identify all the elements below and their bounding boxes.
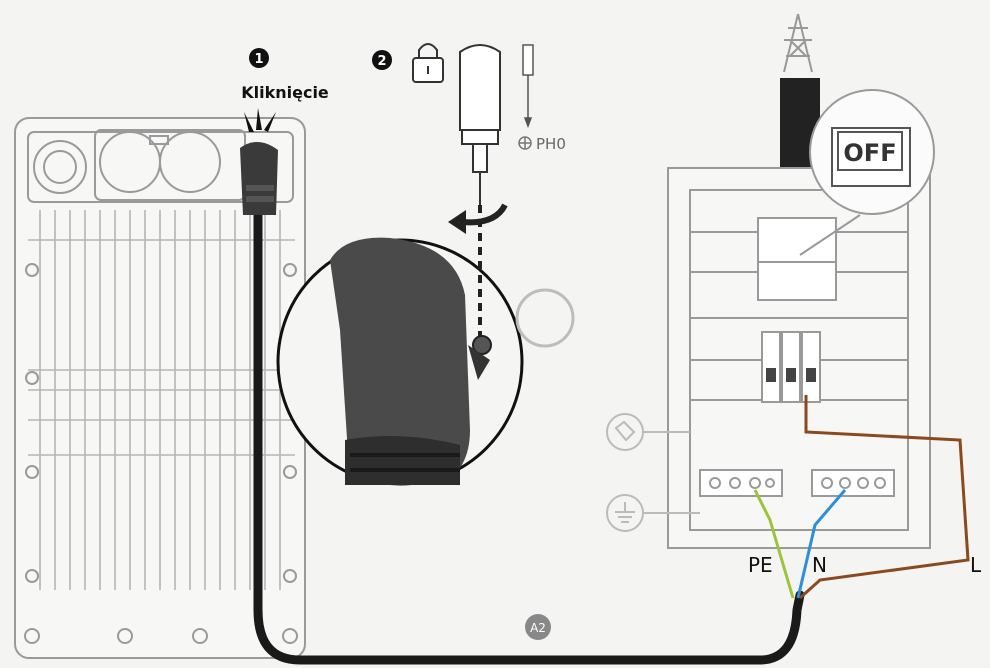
rotate-arrow-icon xyxy=(461,203,508,226)
plug xyxy=(240,141,278,215)
transmission-tower-icon xyxy=(783,13,813,73)
off-switch-label: OFF xyxy=(843,139,896,167)
socket-icon xyxy=(606,413,690,451)
cable-tag-label: A2 xyxy=(530,621,546,635)
step-1-number: 1 xyxy=(254,52,263,67)
l-wire xyxy=(798,395,970,600)
cable-tag: A2 xyxy=(525,614,551,640)
cable xyxy=(253,200,805,665)
phillips-head-icon xyxy=(518,136,532,150)
zoom-detail xyxy=(276,205,575,486)
step-2-badge: 2 xyxy=(372,50,392,70)
tool-label: PH0 xyxy=(536,135,566,153)
pe-wire xyxy=(753,489,795,599)
padlock-icon xyxy=(412,43,444,83)
n-wire xyxy=(796,489,847,599)
l-label: L xyxy=(970,553,982,577)
step-1-label: Kliknięcie xyxy=(241,83,329,102)
step-1-badge: 1 xyxy=(249,48,269,68)
power-station-unit xyxy=(14,117,306,659)
click-marks xyxy=(244,108,276,132)
n-label: N xyxy=(812,553,827,577)
pe-label: PE xyxy=(748,553,773,577)
step-2-number: 2 xyxy=(377,54,386,69)
small-screwdriver-icon xyxy=(522,44,534,129)
distribution-panel xyxy=(667,167,931,549)
phillips-screwdriver-icon xyxy=(459,44,501,205)
off-callout: OFF xyxy=(799,89,935,256)
ground-icon xyxy=(606,494,700,532)
